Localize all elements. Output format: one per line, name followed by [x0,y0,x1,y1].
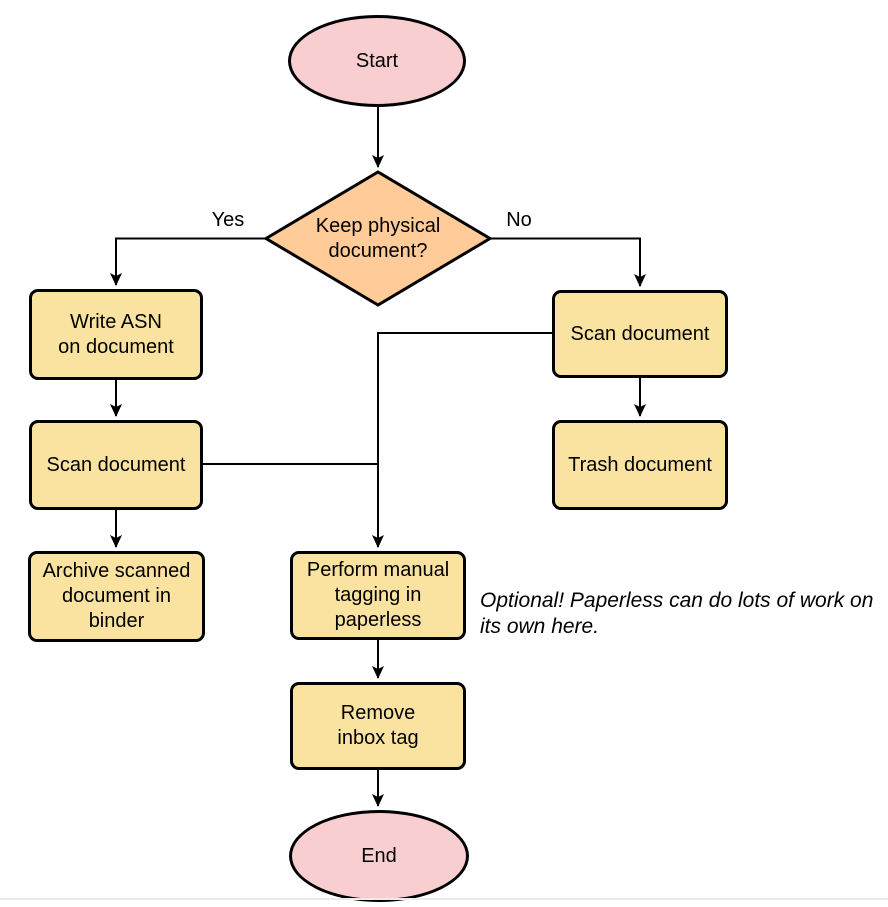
node-start-label: Start [355,49,399,72]
node-end-label: End [361,844,397,867]
scan-left-label: Scan document [46,453,186,476]
edge-label-yes: Yes [211,209,245,231]
node-archive-binder: Archive scanned document in binder [28,551,205,642]
write-asn-line-2: on document [58,335,174,358]
edge-decision-yes-to-write-asn [110,237,266,286]
node-scan-document-right: Scan document [552,290,728,378]
node-write-asn: Write ASN on document [29,289,203,380]
node-tagging-label: Perform manual tagging in paperless [307,558,449,633]
node-archive-label: Archive scanned document in binder [43,559,191,634]
page-bottom-divider [0,898,888,900]
annotation-optional: Optional! Paperless can do lots of work … [480,588,885,640]
node-trash-document: Trash document [552,420,728,510]
decision-line-1: Keep physical [315,215,441,237]
decision-line-2: document? [328,240,428,262]
tagging-line-2: tagging in [334,584,422,606]
annotation-line-2: its own here. [480,615,600,638]
edge-label-no: No [506,209,532,231]
archive-line-1: Archive scanned [42,560,191,582]
node-decision-shape [263,170,493,307]
archive-line-2: document in [62,585,171,607]
node-end: End [289,810,469,902]
node-write-asn-label: Write ASN on document [58,310,174,360]
trash-label: Trash document [568,453,712,476]
node-scan-document-left: Scan document [29,420,203,510]
node-perform-tagging: Perform manual tagging in paperless [290,551,466,640]
scan-right-label: Scan document [570,322,710,345]
annotation-line-1: Optional! Paperless can do lots of work … [480,589,874,612]
tagging-line-1: Perform manual [306,559,450,581]
remove-inbox-line-2: inbox tag [337,727,419,749]
remove-inbox-line-1: Remove [340,702,416,724]
write-asn-line-1: Write ASN [70,310,162,333]
node-start: Start [288,15,466,107]
node-decision-label: Keep physical document? [276,214,480,264]
node-remove-inbox-label: Remove inbox tag [337,701,418,751]
archive-line-3: binder [88,610,145,632]
edge-decision-no-to-scan-right [490,237,646,287]
node-remove-inbox-tag: Remove inbox tag [290,682,466,770]
tagging-line-3: paperless [334,609,422,631]
edge-scan-right-to-tagging [372,332,552,548]
